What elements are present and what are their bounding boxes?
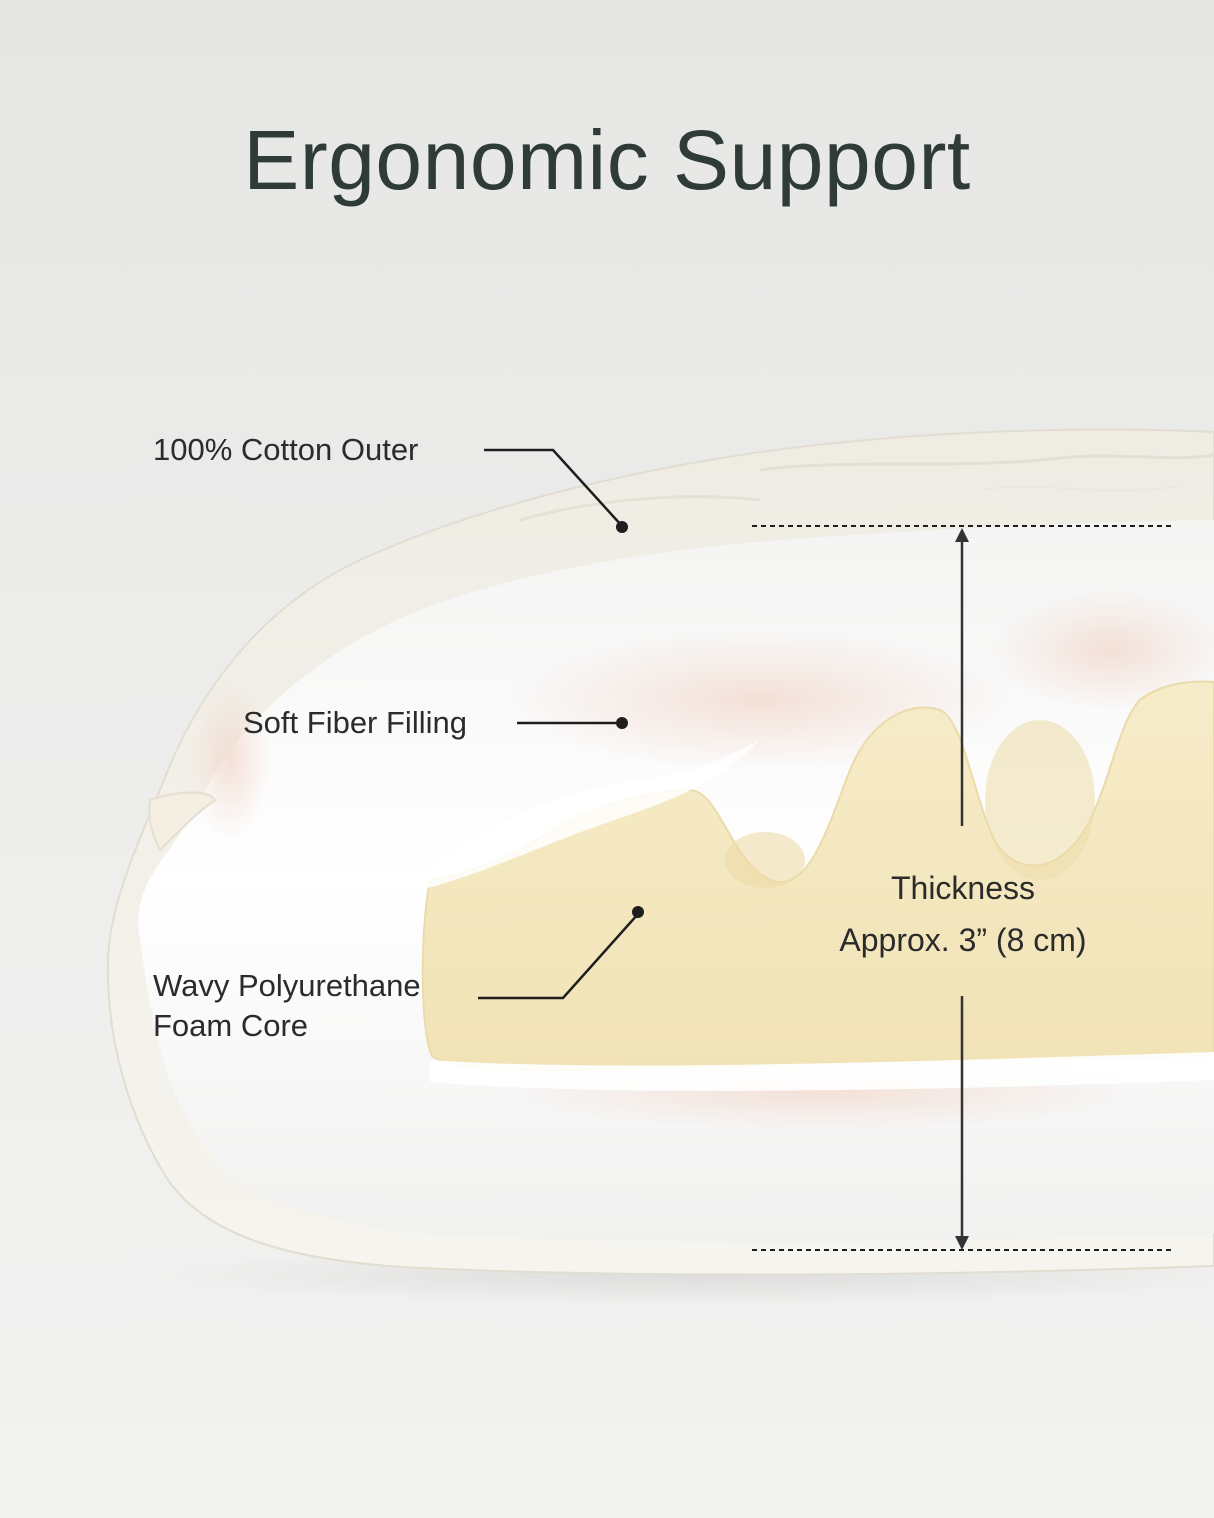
label-cotton-outer: 100% Cotton Outer [153,432,419,467]
fiber-wisp-bottom [430,1052,1214,1091]
callout-foam-core [478,906,644,1000]
callout-fiber-filling [517,717,628,729]
thickness-annotation: Thickness Approx. 3” (8 cm) [800,862,1126,966]
fiber-tint-2 [990,590,1214,710]
thickness-dimension [752,525,1174,1251]
label-foam-core-line2: Foam Core [153,1008,309,1043]
cotton-inner-fold [148,791,217,852]
fiber-wisp-top [420,740,760,890]
thickness-label: Thickness [890,870,1036,906]
thickness-arrow-down-icon [955,1236,969,1250]
callout-cotton-outer [484,448,628,533]
label-fiber-filling: Soft Fiber Filling [243,705,467,740]
cotton-fold-2 [519,495,761,522]
page-title: Ergonomic Support [243,113,971,207]
label-foam-core-line1: Wavy Polyurethane [153,968,421,1003]
foam-cavity-shade-2 [725,832,805,888]
foam-cavity-shade-1 [985,720,1095,880]
label-foam-core: Wavy Polyurethane Foam Core [153,966,421,1046]
thickness-value: Approx. 3” (8 cm) [839,922,1087,958]
cotton-fold-3 [979,485,1181,492]
cotton-fold-1 [759,453,1214,472]
thickness-arrow-up-icon [955,528,969,542]
